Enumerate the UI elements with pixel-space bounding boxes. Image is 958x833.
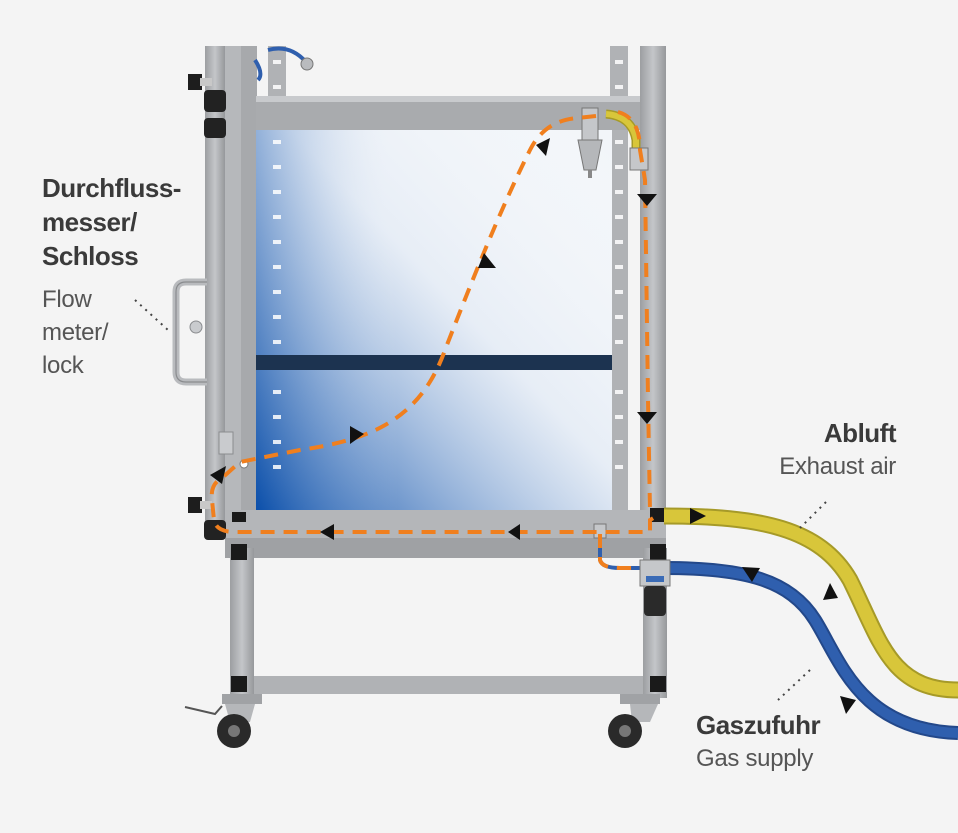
lock-knob-icon <box>188 74 202 90</box>
triangle-arrow-icon <box>823 583 838 600</box>
flow-path-right <box>617 110 652 513</box>
triangle-arrow-icon <box>690 508 706 524</box>
label-gas-supply: Gaszufuhr Gas supply <box>696 708 896 775</box>
exhaust-nozzle <box>581 107 599 141</box>
lock-knob-icon <box>188 497 202 513</box>
label-gas-de: Gaszufuhr <box>696 710 821 740</box>
flow-path-inlet <box>598 534 636 570</box>
flow-path-outlet <box>209 114 662 534</box>
triangle-arrow-icon <box>536 138 550 156</box>
triangle-arrow-icon <box>742 567 760 582</box>
flow-arrows <box>210 138 856 714</box>
label-flowmeter-en: Flow meter/ lock <box>42 286 109 379</box>
inner-post-left <box>241 46 257 516</box>
caster-wheel-icon <box>184 694 262 748</box>
label-flowmeter-lock: Durchfluss- messer/ Schloss Flow meter/ … <box>42 171 212 382</box>
post-right <box>640 46 666 522</box>
caster-wheel-icon <box>608 694 660 748</box>
gas-flow-path <box>209 110 662 570</box>
leg-left <box>230 548 254 698</box>
rail-slots <box>273 60 623 469</box>
label-exhaust-en: Exhaust air <box>779 453 896 480</box>
triangle-arrow-icon <box>320 524 334 540</box>
label-flowmeter-de: Durchfluss- messer/ Schloss <box>42 173 181 271</box>
hinge-bottom <box>204 520 226 540</box>
exhaust-hose <box>605 109 958 699</box>
slotted-rail-right <box>610 46 628 510</box>
leader-flowmeter <box>134 299 169 331</box>
hinge-top <box>204 90 226 112</box>
leader-exhaust <box>799 501 827 529</box>
door-frame-left <box>205 46 225 536</box>
lower-crossbar <box>235 676 665 694</box>
triangle-arrow-icon <box>508 524 520 540</box>
glass-window <box>256 130 612 510</box>
triangle-arrow-icon <box>840 696 856 714</box>
triangle-arrow-icon <box>210 466 226 484</box>
triangle-arrow-icon <box>350 426 364 444</box>
label-exhaust: Abluft Exhaust air <box>696 416 896 483</box>
leader-lines <box>134 299 827 701</box>
top-supply-tube <box>253 46 314 82</box>
leader-gas <box>777 669 811 701</box>
triangle-arrow-icon <box>637 194 657 206</box>
door-post-left <box>225 46 241 536</box>
triangle-arrow-icon <box>478 253 496 268</box>
label-exhaust-de: Abluft <box>823 418 897 448</box>
window-crossbar <box>256 355 612 370</box>
regulator <box>639 559 671 587</box>
label-gas-en: Gas supply <box>696 745 814 772</box>
door-hardware <box>172 74 249 540</box>
crossbars <box>225 96 666 694</box>
triangle-arrow-icon <box>637 412 657 424</box>
